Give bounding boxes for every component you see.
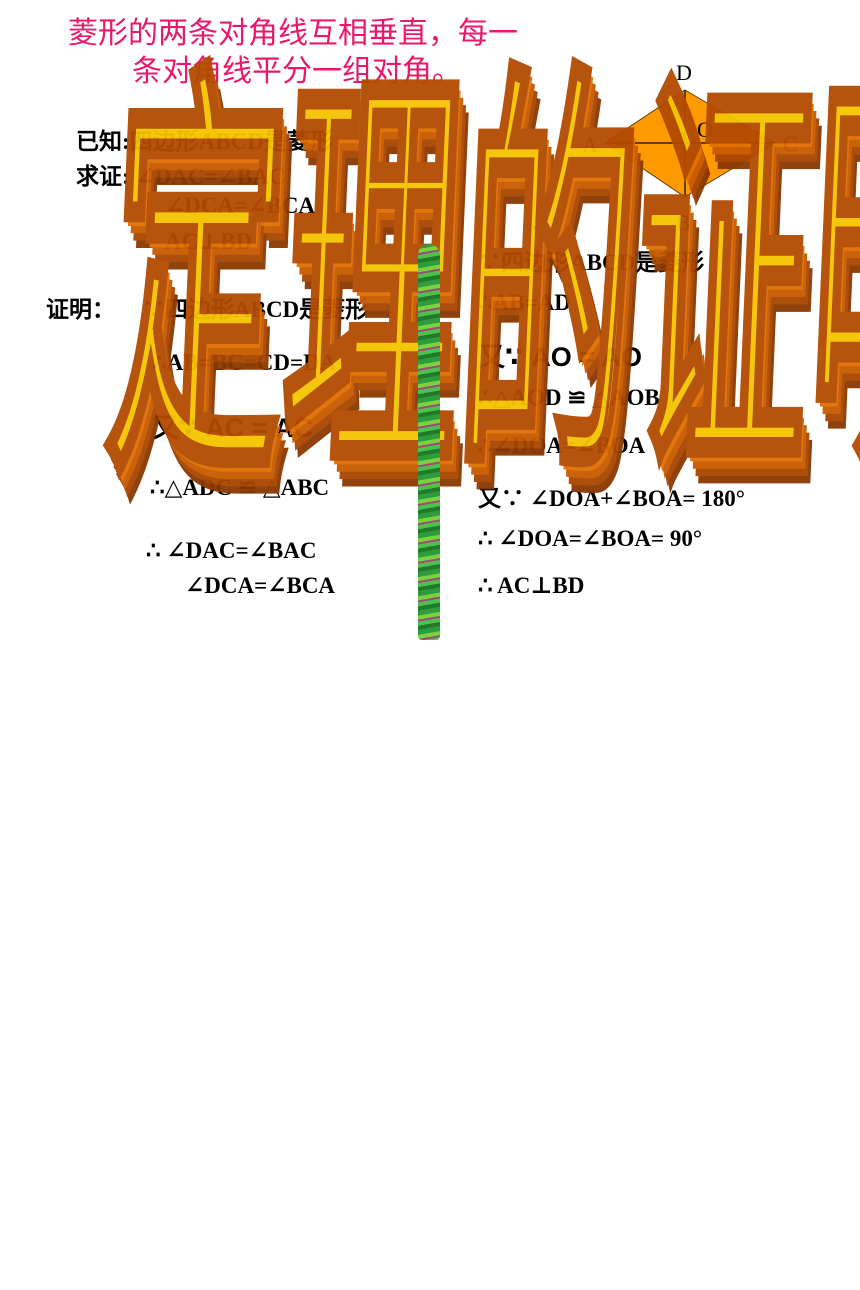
proof-label: 证明： <box>46 297 115 322</box>
proof-left-line-4: ∴△ADC ≌ △ABC <box>150 475 330 500</box>
proof-left-line-3: 又∵ AC = AC <box>152 413 314 443</box>
prove-statement-1: 求证: ∠DAC=∠BAC <box>76 164 286 189</box>
proof-left-line-6: ∠DCA=∠BCA <box>185 573 336 598</box>
proof-right-line-5: ∴∠DOA=∠BOA <box>478 433 646 458</box>
proof-left-line-5: ∴ ∠DAC=∠BAC <box>146 538 317 563</box>
proof-right-line-7: ∴ ∠DOA=∠BOA= 90° <box>478 526 703 551</box>
prove-statement-3: AC⊥BD <box>165 229 253 254</box>
proof-right-line-1: ∵四边形ABCD是菱形 <box>478 250 705 275</box>
proof-right-line-3: 又∵ AO = AO <box>478 342 643 372</box>
decorative-pole <box>418 244 440 640</box>
given-statement: 已知:四边形ABCD是菱形 <box>76 129 333 154</box>
vertex-label-b: B <box>676 210 691 235</box>
rhombus-figure <box>604 89 776 198</box>
vertex-label-a: A <box>582 132 598 157</box>
proof-right-line-4: ∴△AOD ≌ △AOB <box>478 385 660 410</box>
proof-left-line-1: ∵四边形ABCD是菱形 <box>142 297 369 322</box>
proof-right-line-6: 又∵ ∠DOA+∠BOA= 180° <box>478 486 745 511</box>
proof-left-line-2: ∴AB=BC=CD=DA <box>152 350 337 375</box>
vertex-label-c: C <box>783 131 798 156</box>
prove-statement-2: ∠DCA=∠BCA <box>165 193 316 218</box>
center-label-o: O <box>697 117 713 142</box>
proof-right-line-2: ∴AB=AD <box>478 290 571 315</box>
vertex-label-d: D <box>676 60 692 85</box>
theorem-line-2: 条对角线平分一组对角。 <box>132 54 462 89</box>
proof-right-line-8: ∴ AC⊥BD <box>478 573 585 598</box>
theorem-line-1: 菱形的两条对角线互相垂直，每一 <box>68 16 518 51</box>
